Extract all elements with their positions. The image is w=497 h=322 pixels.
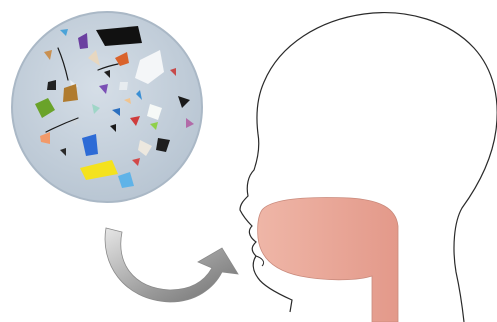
fragment xyxy=(119,82,128,90)
curved-arrow-icon xyxy=(105,228,238,302)
arrow-body xyxy=(105,228,238,302)
microplastics-petri-dish-icon xyxy=(12,12,202,202)
human-head-profile-icon xyxy=(240,13,497,322)
